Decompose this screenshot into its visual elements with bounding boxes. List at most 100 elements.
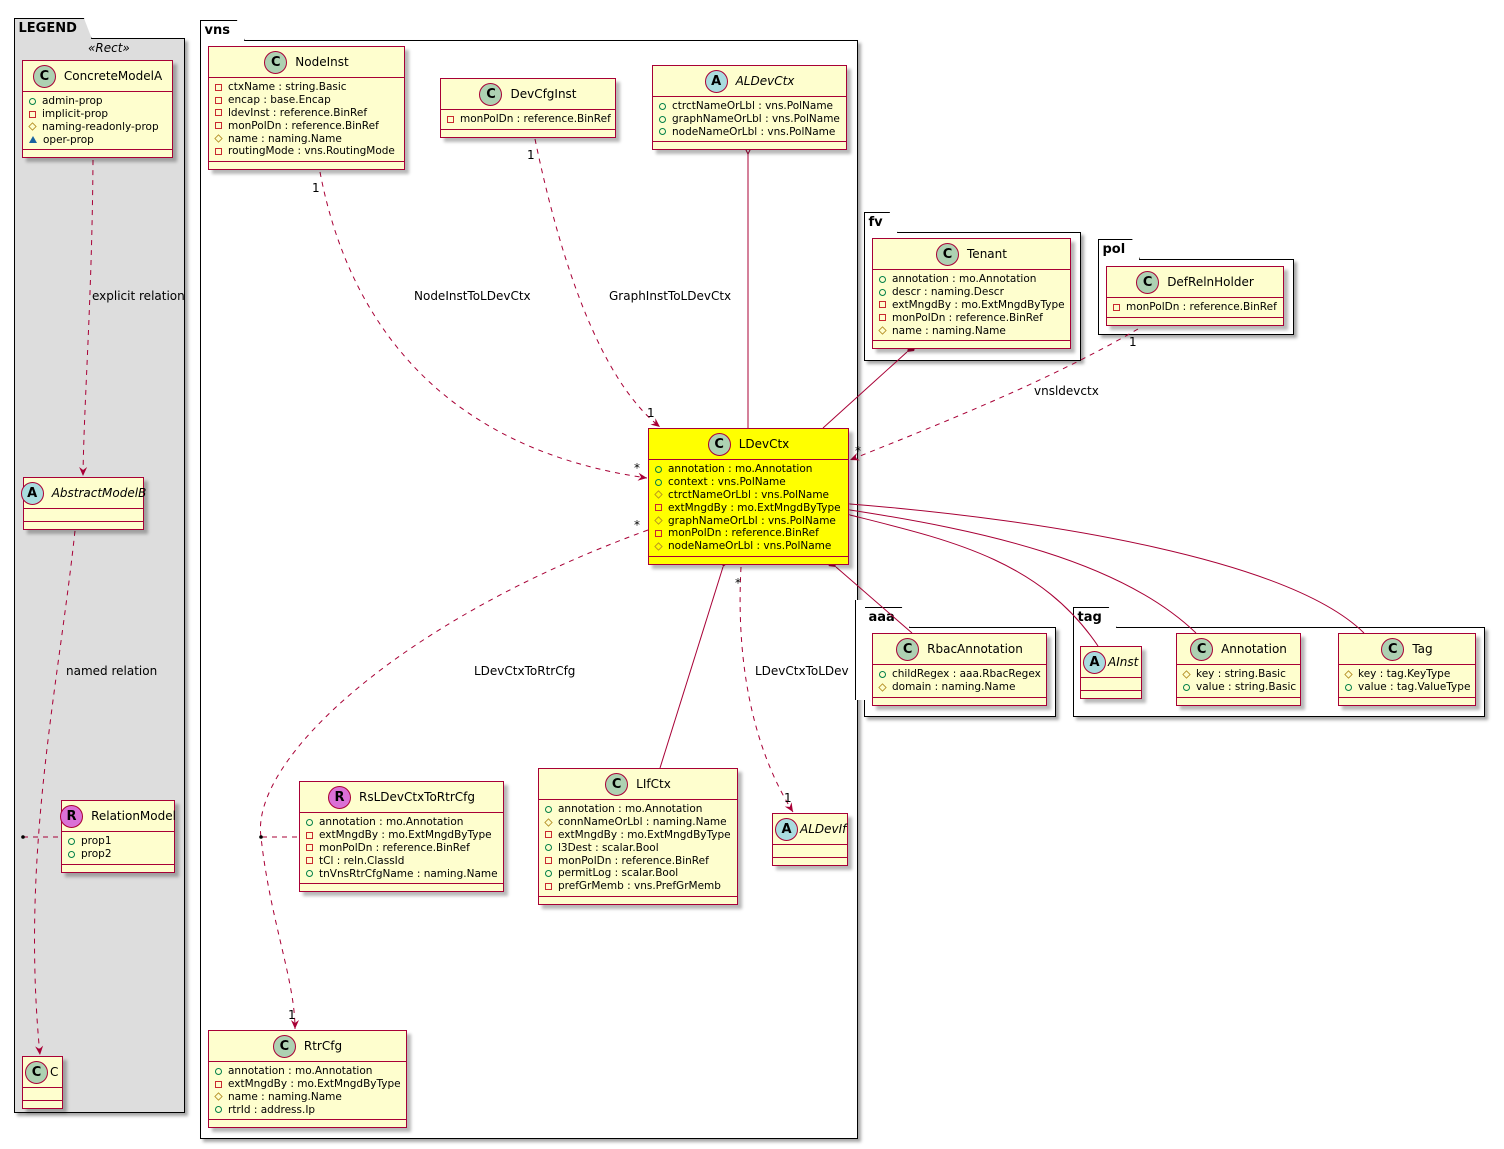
public-visibility-icon <box>545 869 552 877</box>
class-attribute: nodeNameOrLbl : vns.PolName <box>654 540 842 553</box>
private-visibility-icon <box>215 109 222 117</box>
attribute-text: annotation : mo.Annotation <box>892 273 1037 286</box>
class-name: ALDevCtx <box>735 74 795 88</box>
attribute-text: key : string.Basic <box>1196 668 1286 681</box>
edge-devcfginst-ldevctx <box>534 138 661 428</box>
public-visibility-icon <box>659 102 666 110</box>
class-icon: C <box>272 1034 296 1058</box>
edge-ldevctx-annotation <box>838 505 1197 634</box>
class-icon: C <box>479 82 503 106</box>
mult-vnsldevctx-from: 1 <box>1129 335 1137 349</box>
class-name: RelationModel <box>91 809 176 823</box>
public-visibility-icon <box>1345 683 1352 691</box>
attribute-text: nodeNameOrLbl : vns.PolName <box>668 540 832 553</box>
class-name: C <box>50 1065 59 1079</box>
class-header: A ALDevCtx <box>653 66 846 97</box>
attribute-text: l3Dest : scalar.Bool <box>558 841 659 854</box>
class-attribute: connNameOrLbl : naming.Name <box>544 816 731 829</box>
attribute-text: graphNameOrLbl : vns.PolName <box>672 113 840 126</box>
attribute-text: annotation : mo.Annotation <box>668 463 813 476</box>
class-attribute: domain : naming.Name <box>878 681 1040 694</box>
edge-explicit-relation <box>79 159 94 477</box>
class-methods <box>653 142 846 149</box>
attribute-text: prop1 <box>81 835 112 848</box>
class-attributes: monPolDn : reference.BinRef <box>1107 298 1283 318</box>
class-attribute: monPolDn : reference.BinRef <box>655 527 842 540</box>
package-tag-label: tag <box>1073 607 1117 628</box>
class-attribute: extMngdBy : mo.ExtMngdByType <box>545 829 731 842</box>
class-name: DevCfgInst <box>510 87 577 101</box>
attribute-text: ctxName : string.Basic <box>228 81 347 94</box>
class-attribute: admin-prop <box>29 95 166 108</box>
class-attribute: context : vns.PolName <box>655 476 842 489</box>
class-methods <box>300 884 503 891</box>
attribute-text: extMngdBy : mo.ExtMngdByType <box>558 828 731 841</box>
class-attribute: monPolDn : reference.BinRef <box>447 113 611 126</box>
class-name: NodeInst <box>295 55 349 69</box>
label-named-relation: named relation <box>66 664 157 678</box>
protected-visibility-icon <box>28 122 37 132</box>
public-visibility-icon <box>879 670 886 678</box>
class-name: LIfCtx <box>636 777 671 791</box>
class-icon: C <box>896 637 920 661</box>
public-visibility-icon <box>215 1106 222 1114</box>
attribute-text: connNameOrLbl : naming.Name <box>558 816 727 829</box>
class-attribute: descr : naming.Descr <box>879 286 1064 299</box>
attribute-text: key : tag.KeyType <box>1358 668 1451 681</box>
class-attribute: monPolDn : reference.BinRef <box>306 842 497 855</box>
mult-nodeinst-to: * <box>634 461 640 475</box>
class-methods <box>209 162 404 169</box>
class-name: RtrCfg <box>303 1039 343 1053</box>
attribute-text: context : vns.PolName <box>668 476 786 489</box>
attribute-text: monPolDn : reference.BinRef <box>319 841 470 854</box>
private-visibility-icon <box>215 96 222 104</box>
private-visibility-icon <box>215 1080 222 1088</box>
attribute-text: monPolDn : reference.BinRef <box>558 854 709 867</box>
attribute-text: nodeNameOrLbl : vns.PolName <box>672 125 836 138</box>
attribute-text: monPolDn : reference.BinRef <box>460 113 611 126</box>
public-visibility-icon <box>879 288 886 296</box>
class-attribute: monPolDn : reference.BinRef <box>215 119 398 132</box>
attribute-text: name : naming.Name <box>228 132 342 145</box>
public-visibility-icon <box>306 818 313 826</box>
attribute-text: value : tag.ValueType <box>1358 681 1471 694</box>
class-attribute: naming-readonly-prop <box>28 121 166 134</box>
attribute-text: extMngdBy : mo.ExtMngdByType <box>668 501 841 514</box>
abstract-class-icon: A <box>1083 650 1106 674</box>
private-visibility-icon <box>29 110 36 118</box>
class-devcfginst[interactable]: C DevCfgInst monPolDn : reference.BinRef <box>440 78 616 138</box>
abstract-class-icon: A <box>704 69 728 93</box>
private-visibility-icon <box>545 882 552 890</box>
